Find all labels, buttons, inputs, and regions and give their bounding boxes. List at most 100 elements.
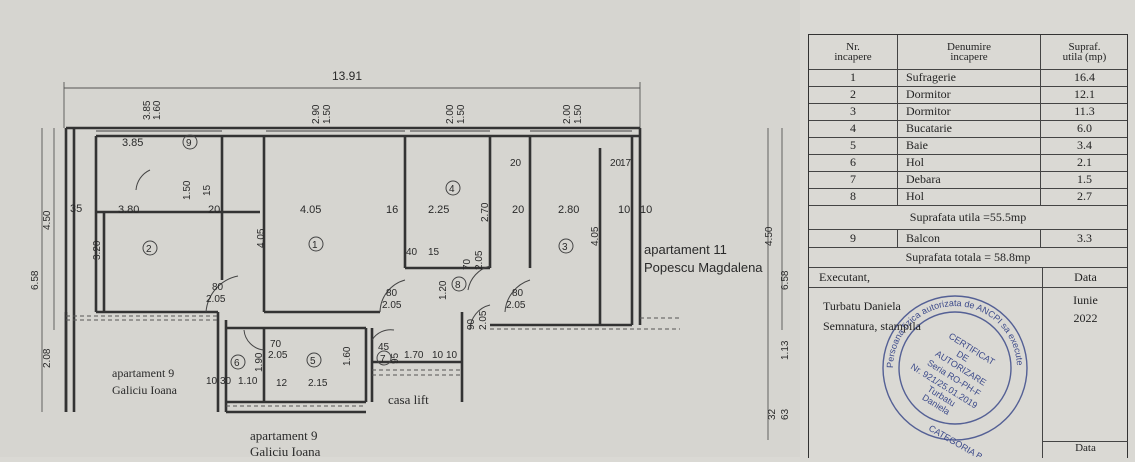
- room-table: Nr. incapere Denumire incapere Supraf. u…: [808, 34, 1128, 458]
- svg-text:1.50: 1.50: [182, 180, 193, 200]
- svg-text:2.05: 2.05: [478, 310, 489, 330]
- svg-text:2.05: 2.05: [506, 300, 526, 311]
- apt11-label-1: apartament 11: [644, 242, 727, 257]
- svg-text:40: 40: [406, 247, 418, 258]
- svg-text:16: 16: [386, 204, 398, 216]
- table-header: Nr. incapere Denumire incapere Supraf. u…: [809, 35, 1127, 70]
- svg-text:1.13: 1.13: [780, 340, 791, 360]
- svg-text:4.50: 4.50: [764, 226, 775, 246]
- room-marker-7: 7: [380, 354, 386, 365]
- executant-name: Turbatu Daniela: [823, 299, 901, 313]
- apt11-label-2: Popescu Magdalena: [644, 260, 763, 275]
- svg-text:45: 45: [378, 342, 390, 353]
- svg-text:2.05: 2.05: [474, 250, 485, 270]
- date-month: Iunie: [1073, 293, 1098, 307]
- svg-text:1.10: 1.10: [238, 376, 258, 387]
- svg-text:4.05: 4.05: [590, 226, 601, 246]
- room-dimensions: 3.85 3.80 20 4.05 16 2.25 20 2.80 10 10 …: [70, 137, 652, 216]
- svg-text:1.20: 1.20: [438, 280, 449, 300]
- svg-text:6.58: 6.58: [780, 270, 791, 290]
- svg-text:10: 10: [618, 204, 630, 216]
- svg-text:4.50: 4.50: [42, 210, 53, 230]
- apt9-left-label-1: apartament 9: [112, 366, 174, 380]
- svg-text:12: 12: [276, 378, 288, 389]
- doors: [135, 169, 531, 351]
- svg-text:2.05: 2.05: [268, 350, 288, 361]
- header-nr: Nr. incapere: [809, 35, 898, 69]
- room-marker-4: 4: [449, 184, 455, 195]
- grand-total: Suprafata totala = 58.8mp: [809, 247, 1127, 268]
- svg-text:3.80: 3.80: [118, 204, 139, 216]
- svg-text:10: 10: [446, 350, 458, 361]
- svg-text:15: 15: [428, 247, 440, 258]
- svg-text:3.85: 3.85: [122, 137, 143, 149]
- dim-label: 1.50: [456, 104, 467, 124]
- lift-label: casa lift: [388, 392, 429, 407]
- opening-dimensions: 80 2.05 80 2.05 80 2.05 40 15 70 2.05 70…: [206, 158, 632, 389]
- svg-text:63: 63: [780, 408, 791, 420]
- svg-text:10: 10: [640, 204, 652, 216]
- dim-label: 2.00: [562, 104, 573, 124]
- svg-text:1.70: 1.70: [404, 350, 424, 361]
- date-year: 2022: [1073, 311, 1098, 325]
- bottom-date-label: Data: [1043, 441, 1128, 458]
- dim-label: 2.00: [445, 104, 456, 124]
- svg-text:6.58: 6.58: [30, 270, 41, 290]
- svg-text:4.05: 4.05: [300, 204, 321, 216]
- svg-text:20: 20: [512, 204, 524, 216]
- svg-text:2.70: 2.70: [480, 202, 491, 222]
- svg-text:80: 80: [386, 288, 398, 299]
- svg-text:95: 95: [390, 352, 401, 364]
- apt9-bottom-label-1: apartament 9: [250, 428, 318, 443]
- date-cell: Iunie 2022 Data: [1042, 287, 1128, 458]
- svg-text:30: 30: [220, 376, 232, 387]
- svg-text:70: 70: [270, 339, 282, 350]
- svg-text:2.15: 2.15: [308, 378, 328, 389]
- svg-text:80: 80: [212, 282, 224, 293]
- svg-text:35: 35: [70, 203, 82, 215]
- header-name: Denumire incapere: [898, 35, 1041, 69]
- room-marker-2: 2: [146, 244, 152, 255]
- vertical-dimensions: 4.05 2.70 4.05 3.20 1.20 1.50 15 4.50 6.…: [30, 180, 791, 420]
- svg-text:4.05: 4.05: [256, 228, 267, 248]
- svg-text:1.90: 1.90: [254, 352, 265, 372]
- room-marker-5: 5: [310, 356, 316, 367]
- svg-text:10: 10: [206, 376, 218, 387]
- executant-label: Executant,: [819, 270, 870, 284]
- svg-text:2.05: 2.05: [206, 294, 226, 305]
- signature-label: Semnatura, stampila: [823, 319, 921, 333]
- header-area: Supraf. utila (mp): [1062, 41, 1107, 63]
- svg-text:80: 80: [512, 288, 524, 299]
- svg-text:17: 17: [620, 158, 632, 169]
- apt9-left-label-2: Galiciu Ioana: [112, 383, 178, 397]
- svg-text:3.20: 3.20: [92, 240, 103, 260]
- room-markers: 9 2 1 4 3 8 6 5 7: [142, 134, 574, 370]
- svg-text:15: 15: [202, 184, 213, 196]
- svg-text:20: 20: [510, 158, 522, 169]
- svg-text:20: 20: [208, 204, 220, 216]
- svg-text:1.60: 1.60: [342, 346, 353, 366]
- windows: [66, 130, 680, 407]
- svg-text:2.80: 2.80: [558, 204, 579, 216]
- useful-total: Suprafata utila =55.5mp: [809, 205, 1127, 230]
- room-marker-6: 6: [234, 358, 240, 369]
- room-marker-3: 3: [562, 242, 568, 253]
- svg-text:2.08: 2.08: [42, 348, 53, 368]
- room-marker-1: 1: [312, 240, 318, 251]
- dim-label: 1.50: [322, 104, 333, 124]
- total-length-label: 13.91: [332, 69, 362, 83]
- svg-text:90: 90: [466, 318, 477, 330]
- dim-label: 2.90: [311, 104, 322, 124]
- room-marker-8: 8: [455, 280, 461, 291]
- svg-text:2.05: 2.05: [382, 300, 402, 311]
- dim-label: 3.85: [142, 100, 153, 120]
